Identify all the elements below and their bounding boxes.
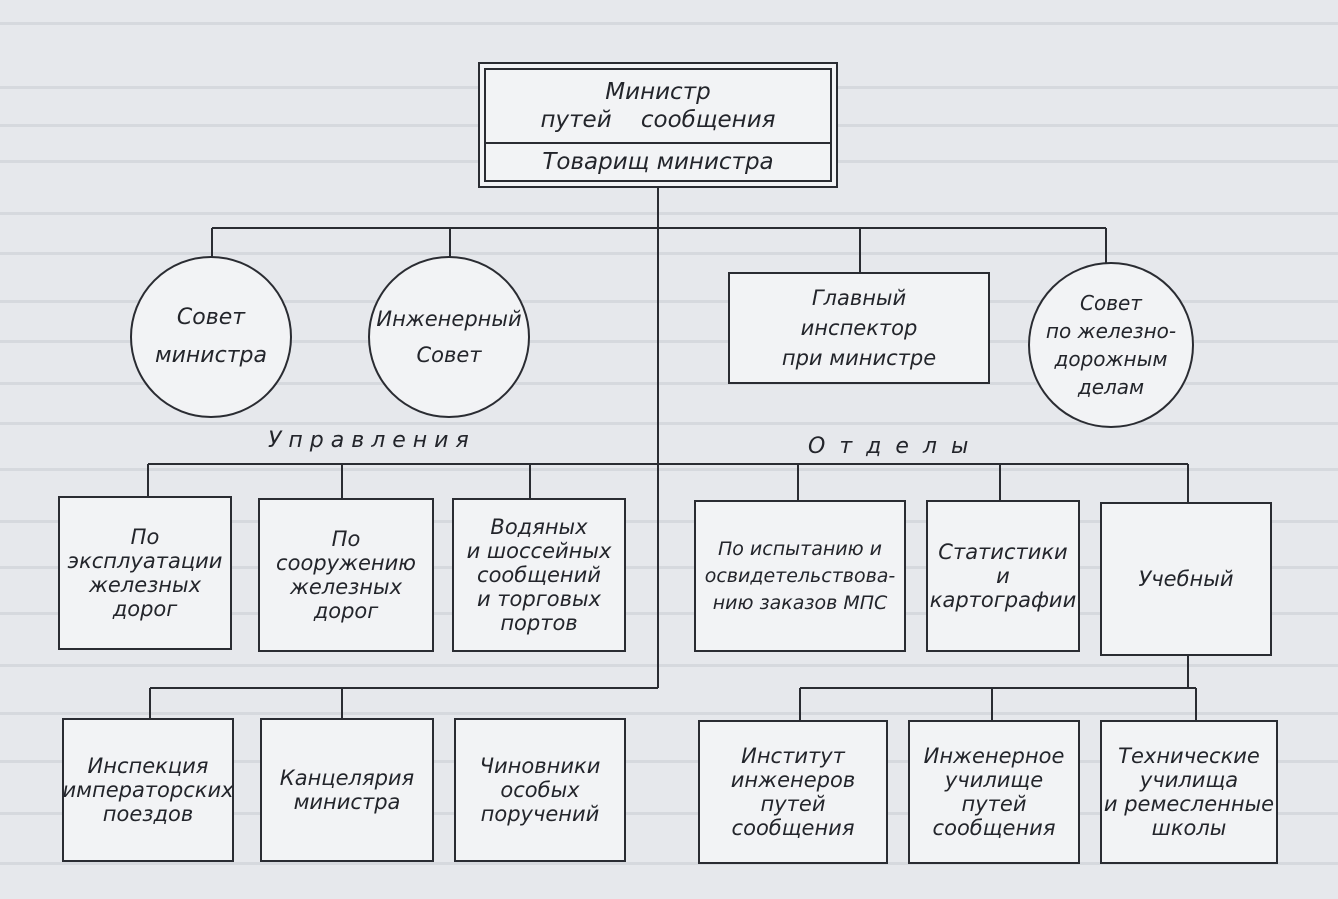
node-line: Водяных [490, 515, 588, 539]
directorates-label: Управления [268, 428, 476, 453]
node-line: дорог [112, 597, 178, 621]
node-line: сообщения [932, 816, 1056, 840]
node-line: сообщений [477, 563, 601, 587]
department-testing-orders: По испытанию и освидетельствова- нию зак… [694, 500, 906, 652]
node-line: Инженерное [923, 744, 1065, 768]
node-line: министра [293, 790, 401, 814]
node-line: Институт [741, 744, 845, 768]
node-line: По [130, 525, 160, 549]
technical-and-craft-schools: Технические училища и ремесленные школы [1100, 720, 1278, 864]
node-line: Технические [1118, 744, 1260, 768]
directorate-railway-operation: По эксплуатации железных дорог [58, 496, 232, 650]
node-line: По [331, 527, 361, 551]
node-line: при министре [781, 346, 937, 370]
node-line: Совет [1080, 291, 1142, 315]
node-line: инженеров [730, 768, 856, 792]
node-line: и шоссейных [466, 539, 612, 563]
institute-railway-engineers: Институт инженеров путей сообщения [698, 720, 888, 864]
node-line: нию заказов МПС [712, 591, 888, 614]
node-line: училище [944, 768, 1044, 792]
node-line: и [996, 564, 1010, 588]
directorate-railway-construction: По сооружению железных дорог [258, 498, 434, 652]
node-line: Инспекция [87, 754, 209, 778]
node-line: дорожным [1054, 347, 1168, 371]
node-line: училища [1139, 768, 1239, 792]
minister-title-line1: Министр [605, 79, 711, 105]
minister-title-line2: путей сообщения [540, 107, 776, 133]
departments-label: Отделы [808, 434, 983, 459]
node-line: эксплуатации [67, 549, 223, 573]
railway-council-circle: Совет по железно- дорожным делам [1028, 262, 1194, 428]
node-line: делам [1077, 375, 1145, 399]
node-line: железных [88, 573, 202, 597]
node-line: и торговых [476, 587, 601, 611]
directorate-water-highways-ports: Водяных и шоссейных сообщений и торговых… [452, 498, 626, 652]
node-line: школы [1151, 816, 1227, 840]
minister-title: Министр путей сообщения [486, 70, 830, 144]
engineering-school-railways: Инженерное училище путей сообщения [908, 720, 1080, 864]
node-line: инспектор [800, 316, 918, 340]
node-line: поручений [480, 802, 600, 826]
node-line: Канцелярия [279, 766, 415, 790]
node-line: сообщения [731, 816, 855, 840]
minister-council-circle: Совет министра [130, 256, 292, 418]
node-line: Совет [416, 343, 482, 367]
department-statistics-cartography: Статистики и картографии [926, 500, 1080, 652]
node-line: и ремесленные [1103, 792, 1275, 816]
imperial-trains-inspection: Инспекция императорских поездов [62, 718, 234, 862]
node-line: Совет [176, 305, 246, 330]
node-line: портов [500, 611, 578, 635]
engineering-council-circle: Инженерный Совет [368, 256, 530, 418]
node-line: по железно- [1045, 319, 1177, 343]
node-line: особых [500, 778, 580, 802]
node-line: Чиновники [479, 754, 601, 778]
node-line: Учебный [1138, 567, 1234, 591]
node-line: По испытанию и [717, 537, 883, 560]
department-education: Учебный [1100, 502, 1272, 656]
node-line: Инженерный [376, 307, 522, 331]
node-line: дорог [313, 599, 379, 623]
special-assignments-officials: Чиновники особых поручений [454, 718, 626, 862]
deputy-minister: Товарищ министра [542, 149, 774, 175]
chief-inspector-box: Главный инспектор при министре [728, 272, 990, 384]
node-line: освидетельствова- [704, 564, 896, 587]
minister-box: Министр путей сообщения Товарищ министра [478, 62, 838, 188]
minister-chancellery: Канцелярия министра [260, 718, 434, 862]
node-line: императорских [62, 778, 234, 802]
node-line: сооружению [276, 551, 416, 575]
node-line: картографии [929, 588, 1077, 612]
node-line: министра [155, 343, 267, 368]
node-line: Статистики [938, 540, 1068, 564]
node-line: железных [289, 575, 403, 599]
node-line: Главный [811, 286, 907, 310]
node-line: поездов [102, 802, 194, 826]
node-line: путей [961, 792, 1027, 816]
node-line: путей [760, 792, 826, 816]
